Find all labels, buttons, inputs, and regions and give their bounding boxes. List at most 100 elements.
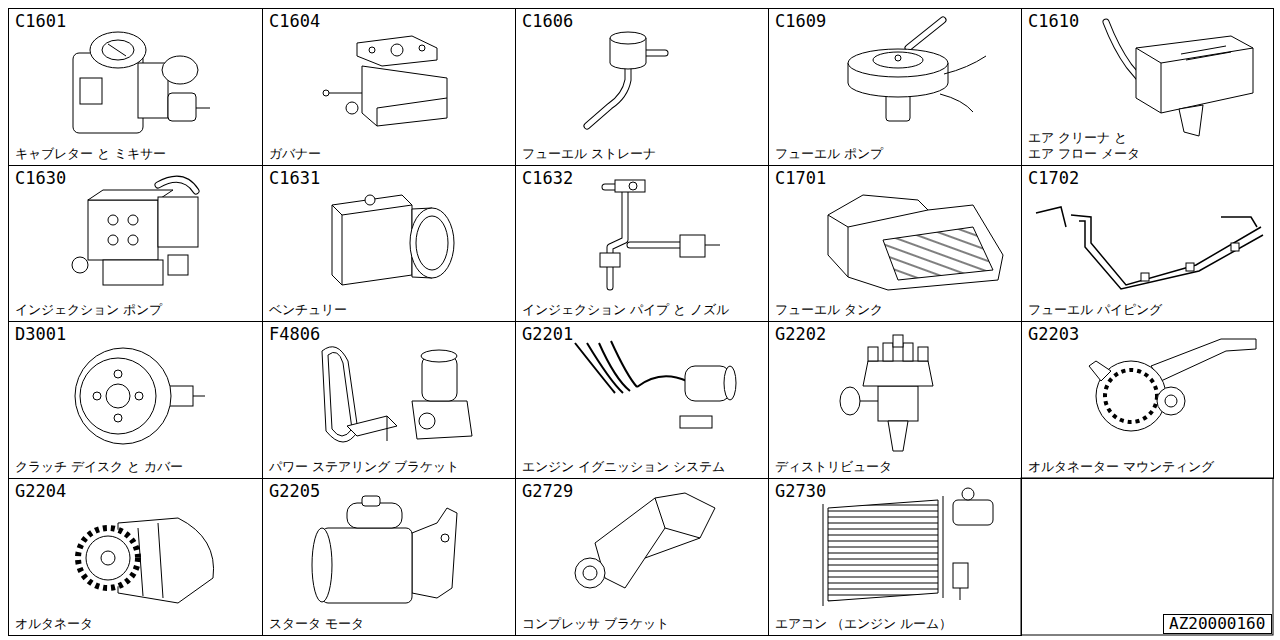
catalog-cell: C1609フューエル ポンプ xyxy=(768,8,1022,166)
compressor-bracket-drawing xyxy=(575,493,715,588)
drawing-stroke xyxy=(72,257,88,273)
drawing-stroke xyxy=(377,98,447,126)
drawing-stroke xyxy=(883,343,893,361)
drawing-stroke xyxy=(347,416,397,436)
drawing-stroke xyxy=(108,44,126,56)
part-name: オルタネータ xyxy=(15,616,93,632)
drawing-stroke xyxy=(114,370,122,378)
drawing-stroke xyxy=(412,508,457,598)
injection-pump-drawing xyxy=(72,179,198,285)
part-code: G2203 xyxy=(1028,324,1079,344)
part-code: C1631 xyxy=(269,168,320,188)
drawing-stroke xyxy=(1089,361,1111,381)
drawing-stroke xyxy=(1106,22,1139,78)
drawing-stroke xyxy=(1157,387,1185,415)
part-name: パワー ステアリング ブラケット xyxy=(269,459,459,475)
part-name: ガバナー xyxy=(269,146,321,162)
drawing-stroke xyxy=(168,93,196,121)
part-name: フューエル パイピング xyxy=(1028,302,1162,318)
catalog-cell: C1701フューエル タンク xyxy=(768,165,1022,322)
drawing-stroke xyxy=(332,205,412,285)
drawing-stroke xyxy=(823,496,943,606)
part-code: F4806 xyxy=(269,324,320,344)
part-name: インジェクション ポンプ xyxy=(15,302,162,318)
part-code: C1601 xyxy=(15,11,66,31)
catalog-cell: G2205スタータ モータ xyxy=(262,478,516,636)
part-name: フューエル タンク xyxy=(775,302,883,318)
drawing-stroke xyxy=(953,500,993,525)
part-name: エンジン イグニッション システム xyxy=(522,459,725,475)
part-code: D3001 xyxy=(15,324,66,344)
drawing-stroke xyxy=(860,401,878,402)
drawing-stroke xyxy=(78,528,138,588)
drawing-stroke xyxy=(828,210,928,277)
drawing-stroke xyxy=(953,563,968,588)
drawing-stroke xyxy=(168,255,188,275)
drawing-stroke xyxy=(108,215,118,225)
drawing-stroke xyxy=(960,588,961,600)
drawing-stroke xyxy=(893,335,903,347)
part-name: キャブレター と ミキサー xyxy=(15,146,166,162)
part-code: G2201 xyxy=(522,324,573,344)
drawing-stroke xyxy=(724,366,736,400)
drawing-stroke xyxy=(888,421,908,451)
drawing-stroke xyxy=(322,528,412,603)
part-name: インジェクション パイプ と ノズル xyxy=(522,302,729,318)
drawing-stroke xyxy=(421,350,457,362)
drawing-stroke xyxy=(88,200,158,260)
drawing-stroke xyxy=(1105,370,1157,422)
drawing-stroke xyxy=(600,253,620,267)
drawing-stroke xyxy=(128,235,138,245)
catalog-cell: G2204 オルタネータ xyxy=(8,478,263,636)
part-name: エアコン （エンジン ルーム） xyxy=(775,616,952,632)
drawing-stroke xyxy=(1136,36,1253,113)
drawing-stroke xyxy=(575,341,637,393)
catalog-cell: G2201 エンジン イグニッション システム xyxy=(515,321,769,479)
alternator-mounting-drawing xyxy=(1089,339,1256,431)
drawing-stroke xyxy=(422,356,457,401)
distributor-drawing xyxy=(840,335,933,451)
drawing-stroke xyxy=(685,366,730,401)
drawing-stroke xyxy=(329,93,362,94)
drawing-stroke xyxy=(101,551,115,565)
drawing-stroke xyxy=(80,358,156,434)
drawing-stroke xyxy=(128,215,138,225)
drawing-stroke xyxy=(80,78,102,104)
catalog-cell: C1630インジェクション ポンプ xyxy=(8,165,263,322)
drawing-stroke xyxy=(441,534,449,542)
drawing-stroke xyxy=(162,56,198,84)
drawing-stroke xyxy=(840,387,860,415)
drawing-stroke xyxy=(615,180,645,192)
figure-id-box: AZ20000160 xyxy=(1163,614,1272,634)
part-name: オルタネーター マウンティング xyxy=(1028,459,1214,475)
drawing-stroke xyxy=(873,52,923,68)
drawing-stroke xyxy=(75,348,171,444)
part-name: フューエル ストレーナ xyxy=(522,146,656,162)
clutch-drawing xyxy=(75,348,205,444)
fuel-strainer-drawing xyxy=(587,32,665,126)
drawing-stroke xyxy=(365,195,375,205)
part-name: エア クリーナ と エア フロー メータ xyxy=(1028,130,1153,162)
drawing-stroke xyxy=(416,216,448,270)
catalog-cell: C1606フューエル ストレーナ xyxy=(515,8,769,166)
drawing-stroke xyxy=(106,384,130,408)
part-code: G2204 xyxy=(15,481,66,501)
drawing-stroke xyxy=(705,245,720,246)
drawing-stroke xyxy=(595,493,715,588)
drawing-stroke xyxy=(848,49,948,77)
drawing-stroke xyxy=(1151,339,1256,381)
drawing-stroke xyxy=(895,55,901,61)
part-code: G2729 xyxy=(522,481,573,501)
catalog-cell: C1601 キャブレター と ミキサー xyxy=(8,8,263,166)
drawing-stroke xyxy=(680,416,712,428)
drawing-stroke xyxy=(158,179,196,191)
carburetor-drawing xyxy=(73,32,210,133)
drawing-stroke xyxy=(1181,46,1231,60)
drawing-stroke xyxy=(1136,48,1253,113)
catalog-cell: G2729コンプレッサ ブラケット xyxy=(515,478,769,636)
part-name: フューエル ポンプ xyxy=(775,146,883,162)
drawing-stroke xyxy=(587,68,628,126)
figure-id: AZ20000160 xyxy=(1169,615,1266,633)
